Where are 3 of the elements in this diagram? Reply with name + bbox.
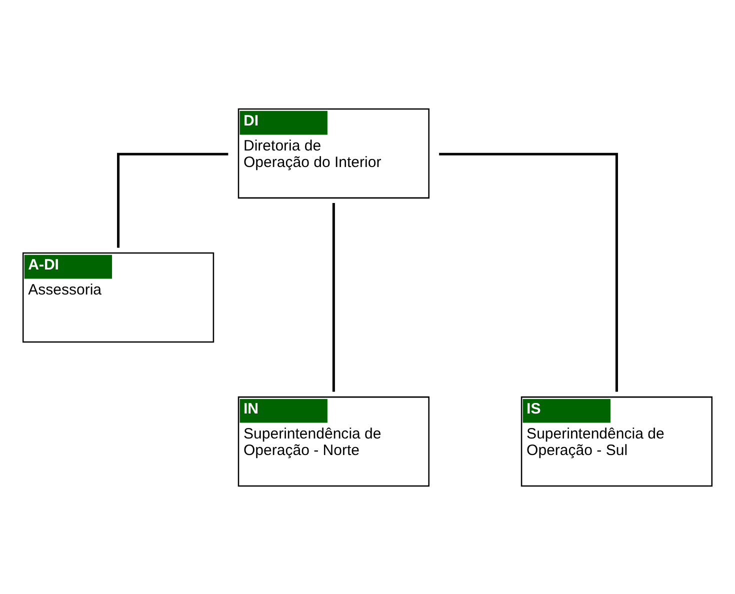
connector <box>117 152 228 248</box>
connector <box>332 202 335 392</box>
connector <box>439 152 618 392</box>
